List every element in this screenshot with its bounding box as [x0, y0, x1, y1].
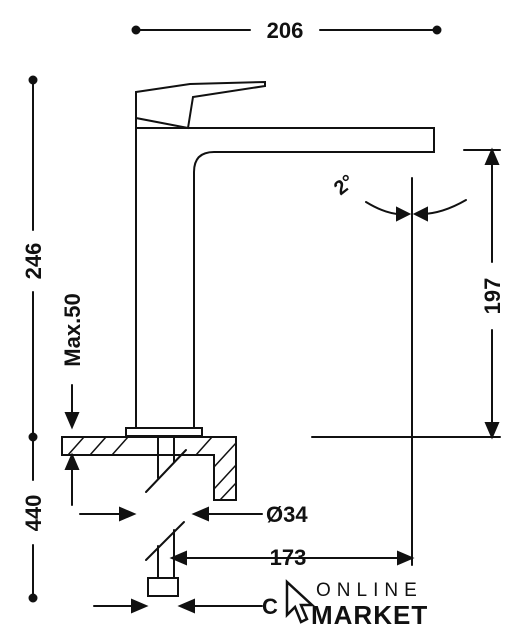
- dimension-hole-line: [79, 506, 263, 522]
- dimension-left-height-upper-label: 246: [21, 243, 46, 280]
- dimension-bottom-line: [93, 598, 263, 614]
- dimension-left-height-lower-label: 440: [21, 495, 46, 532]
- faucet-body: [135, 80, 435, 429]
- dimension-width-line: [131, 25, 442, 35]
- dimension-hole-label: Ø34: [266, 502, 308, 527]
- dimension-width-label: 206: [267, 18, 304, 43]
- reference-lines: [311, 149, 501, 438]
- logo: ONLINE MARKET: [311, 580, 428, 630]
- swivel-angle-arc: [365, 199, 467, 222]
- dimension-bottom-label: C: [262, 594, 278, 619]
- dimension-max-deck-label: Max.50: [60, 293, 85, 366]
- logo-line-market: MARKET: [311, 600, 428, 630]
- dimension-max-deck-line: [64, 384, 80, 506]
- dimension-left-height-line: [28, 75, 38, 603]
- dimension-reach-line: [169, 550, 415, 566]
- logo-line-online: ONLINE: [316, 580, 423, 601]
- mounting-deck: [61, 427, 237, 501]
- cursor-icon: [285, 579, 316, 624]
- dimension-spout-height-label: 197: [480, 278, 505, 315]
- dimension-reach-label: 173: [270, 545, 307, 570]
- supply-pipe: [145, 435, 187, 597]
- dimension-spout-height-line: [484, 147, 500, 440]
- swivel-angle-label: 2°: [330, 171, 359, 200]
